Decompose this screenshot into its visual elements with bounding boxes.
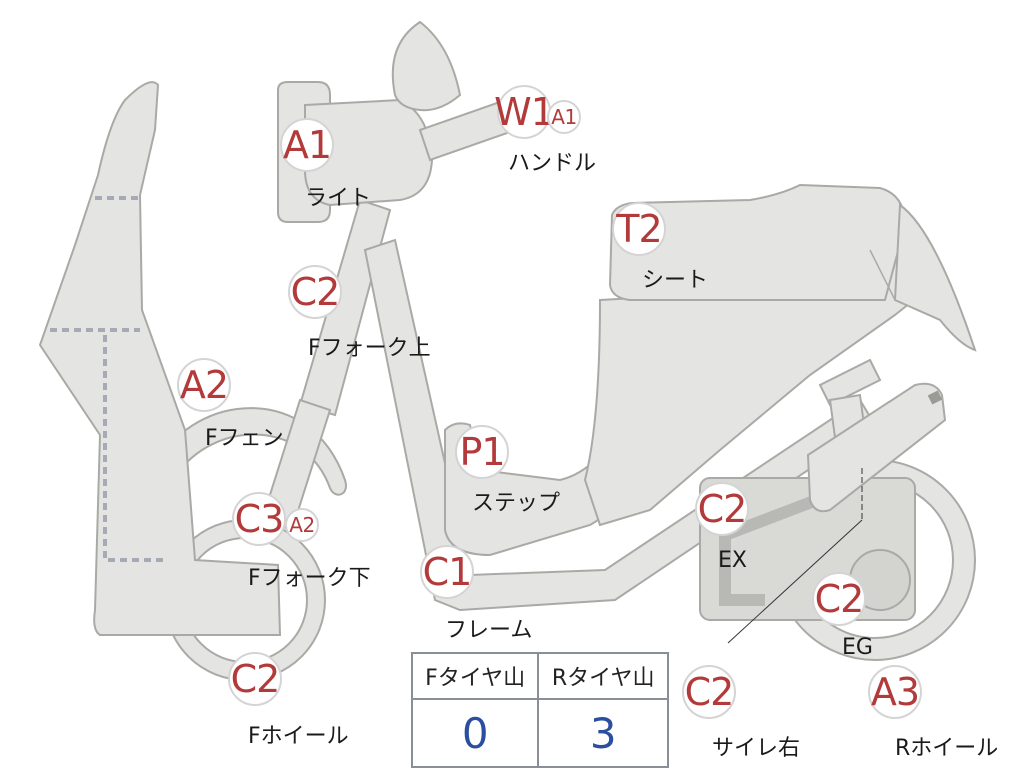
label-front-fender: Fフェン [205, 426, 284, 451]
label-rear-wheel: Rホイール [895, 736, 999, 761]
grade-bubble-seat: T2 [612, 202, 666, 256]
grade-bubble-rear-wheel: A3 [868, 665, 922, 719]
label-front-fork-lower: Fフォーク下 [248, 566, 371, 591]
muffler-tip [927, 390, 943, 405]
label-silencer-right: サイレ右 [712, 736, 801, 761]
label-exhaust: EX [718, 548, 747, 573]
label-front-wheel: Fホイール [248, 724, 349, 749]
mirror-shape [391, 20, 462, 112]
label-step: ステップ [472, 491, 561, 516]
grade-bubble-light: A1 [280, 118, 334, 172]
grade-bubble-step: P1 [455, 425, 509, 479]
grade-bubble-front-fork-lower: C3 [232, 492, 286, 546]
grade-bubble-engine: C2 [812, 572, 866, 626]
value-rear-tire-tread: 3 [537, 698, 669, 768]
grade-bubble-handle-sub: A1 [547, 100, 581, 134]
grade-bubble-handle: W1 [494, 85, 555, 139]
label-frame: フレーム [445, 618, 533, 643]
grade-bubble-exhaust: C2 [695, 482, 749, 536]
header-front-tire-tread: Fタイヤ山 [410, 652, 540, 700]
tail-shape [893, 203, 977, 352]
rear-shock-shape [818, 358, 882, 407]
leader-line [727, 519, 863, 644]
grade-bubble-silencer-right: C2 [682, 665, 736, 719]
value-front-tire-tread: 0 [410, 698, 540, 768]
grade-bubble-front-fork-upper: C2 [288, 265, 342, 319]
grade-bubble-frame: C1 [420, 545, 474, 599]
label-front-fork-upper: Fフォーク上 [308, 336, 431, 361]
label-light: ライト [305, 186, 372, 211]
header-rear-tire-tread: Rタイヤ山 [537, 652, 669, 700]
grade-bubble-front-fender: A2 [177, 358, 231, 412]
grade-bubble-front-wheel: C2 [228, 652, 282, 706]
tire-tread-table: Fタイヤ山 Rタイヤ山 0 3 [410, 652, 669, 768]
frame-shape [363, 238, 877, 612]
label-seat: シート [642, 268, 709, 293]
head-cover-shape [304, 98, 434, 207]
grade-bubble-front-fork-lower-sub: A2 [285, 508, 319, 542]
leg-shield-shape [38, 81, 282, 636]
label-handle: ハンドル [508, 151, 597, 176]
leg-shield-trim [103, 335, 165, 562]
seat-seam [869, 249, 896, 301]
muffler-shape [806, 382, 947, 513]
exhaust-pipe-shape [719, 489, 833, 606]
label-engine: EG [842, 635, 873, 660]
